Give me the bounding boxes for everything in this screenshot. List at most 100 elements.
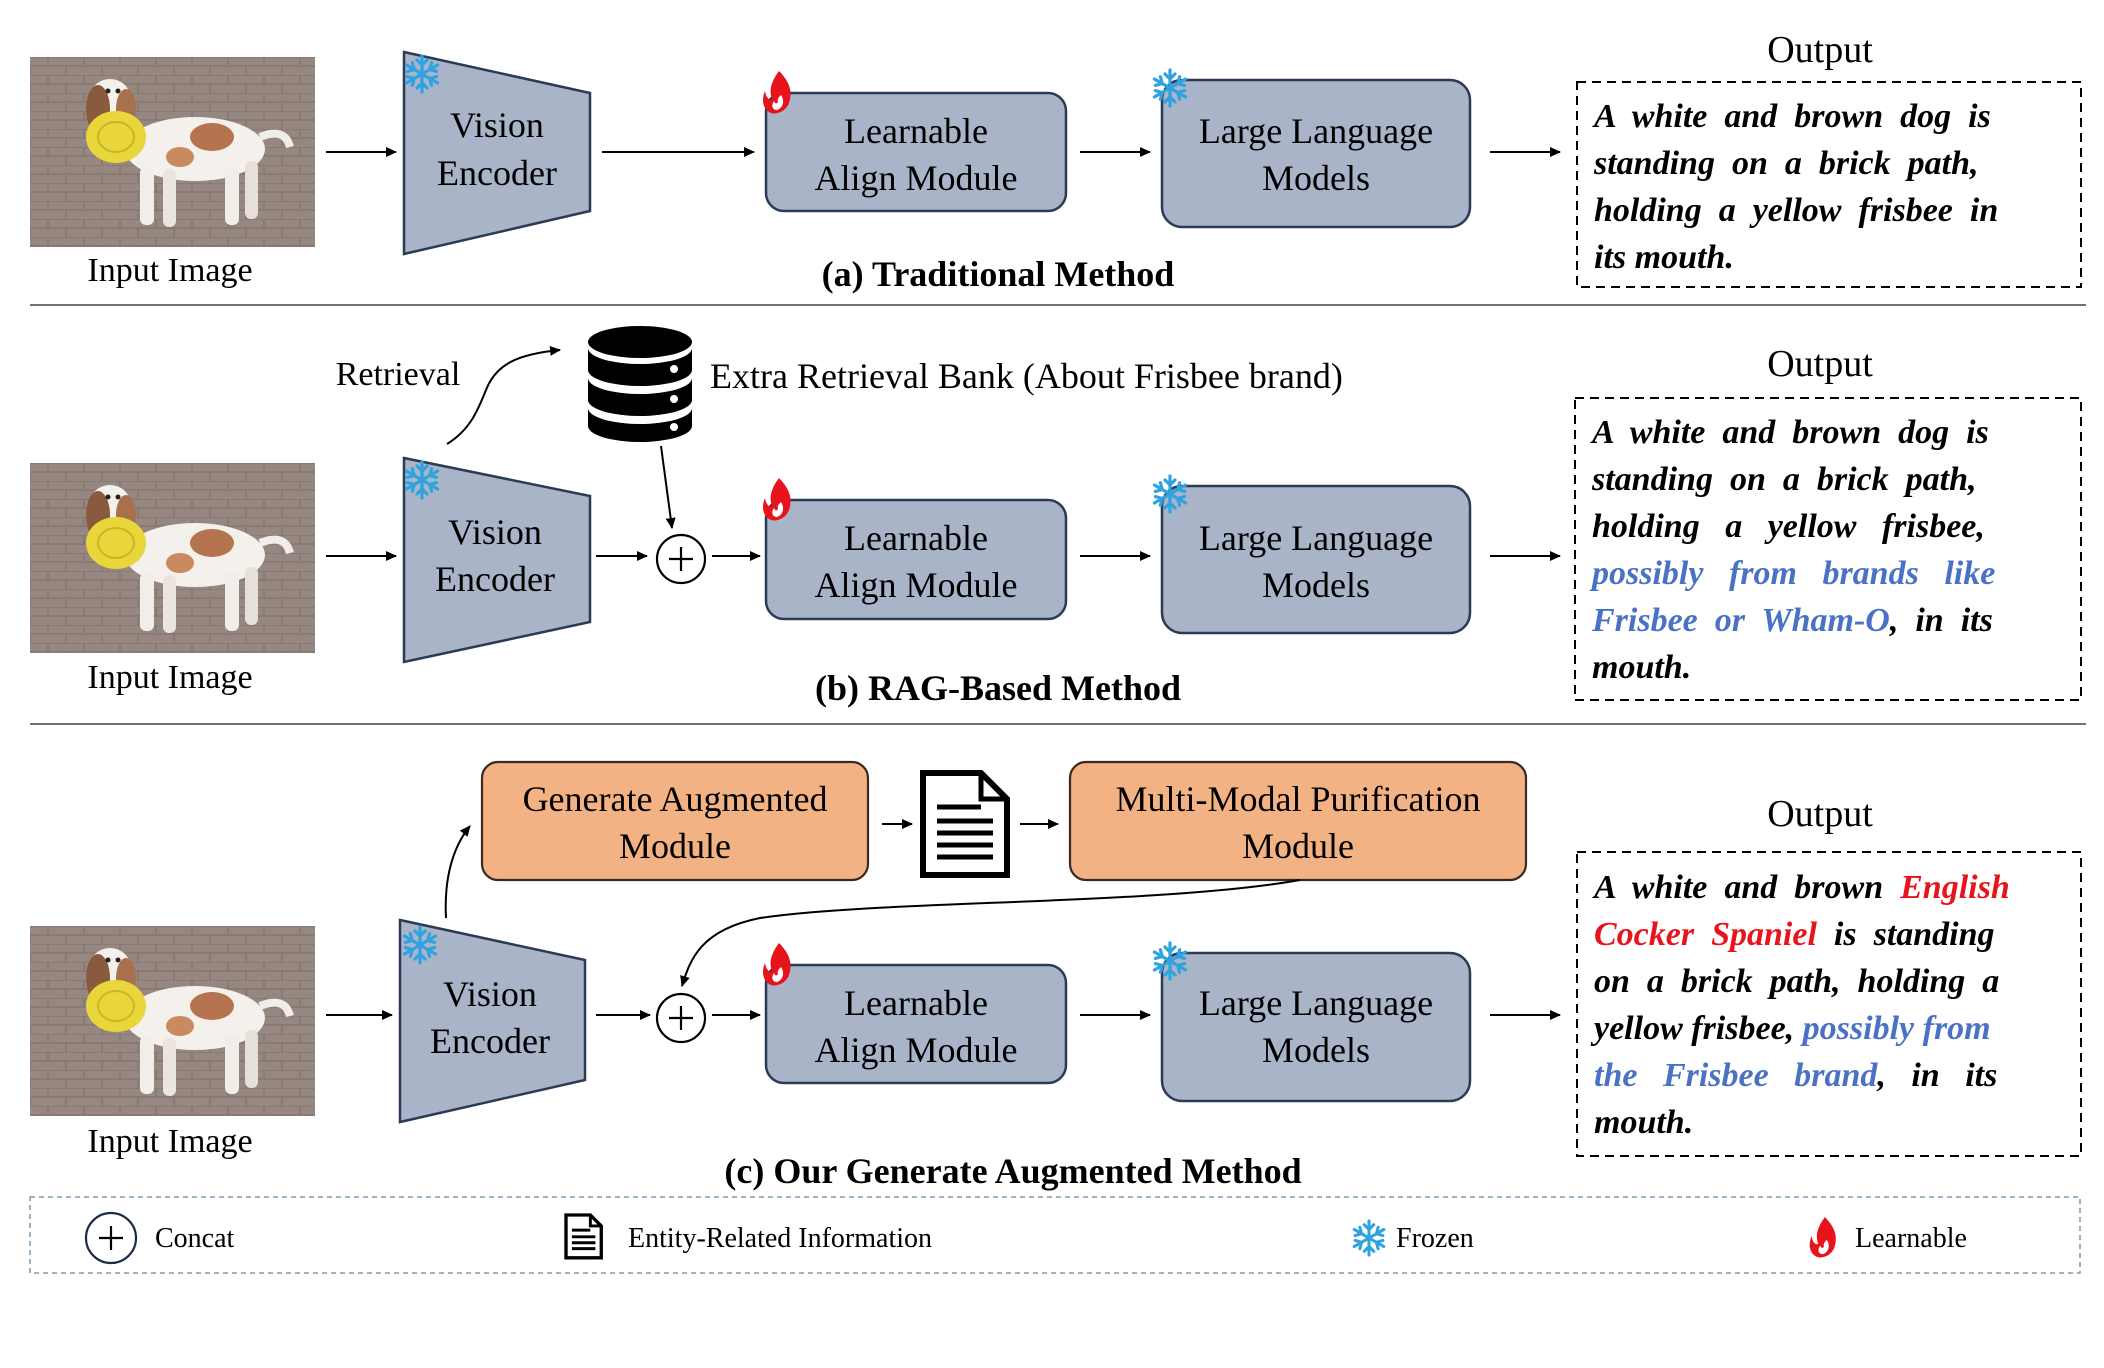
output-text: A white and brown dog is standing on a br… xyxy=(1589,414,1995,686)
purification-module-label: Multi-Modal Purification xyxy=(1116,779,1481,819)
align-module-label: Align Module xyxy=(815,158,1018,198)
output-line: mouth. xyxy=(1594,1104,1693,1141)
output-line: on a brick path, holding a xyxy=(1594,963,1999,1000)
llm-label: Large Language xyxy=(1199,518,1433,558)
output-text-run: mouth. xyxy=(1594,1104,1693,1141)
large-language-models xyxy=(1160,951,1472,1103)
database-icon xyxy=(588,326,692,442)
output-highlight-run: possibly from brands like xyxy=(1589,555,1995,592)
output-line: its mouth. xyxy=(1594,239,1734,276)
output-line: A white and brown dog is xyxy=(1592,98,1991,135)
output-text-run: A white and brown dog is xyxy=(1592,98,1991,135)
output-line: A white and brown dog is xyxy=(1590,414,1989,451)
generate-augmented-module xyxy=(480,760,870,882)
output-highlight-run: possibly from xyxy=(1800,1010,1991,1047)
output-line: yellow frisbee, possibly from xyxy=(1590,1010,1991,1047)
section-caption: (b) RAG-Based Method xyxy=(815,668,1181,708)
output-text: A white and brown dog is standing on a br… xyxy=(1592,98,1998,276)
generate-module-label: Generate Augmented xyxy=(523,779,828,819)
vision-encoder-label: Encoder xyxy=(437,153,557,193)
document-icon xyxy=(920,770,1010,878)
learnable-align-module xyxy=(764,498,1068,621)
section-caption: (c) Our Generate Augmented Method xyxy=(724,1151,1301,1191)
llm-label: Models xyxy=(1262,1030,1370,1070)
legend-learnable-label: Learnable xyxy=(1855,1223,1967,1254)
output-text-run: on a brick path, holding a xyxy=(1594,963,1999,1000)
output-title: Output xyxy=(1767,793,1873,835)
concat-circle-plus-icon xyxy=(655,533,707,585)
output-box xyxy=(1576,81,2082,288)
output-title: Output xyxy=(1767,343,1873,385)
retrieval-arrow xyxy=(446,345,561,445)
vision-encoder-label: Vision xyxy=(443,974,537,1014)
flame-icon xyxy=(763,71,791,114)
output-box xyxy=(1576,851,2082,1157)
align-module-label: Align Module xyxy=(815,1030,1018,1070)
output-line: Cocker Spaniel is standing xyxy=(1594,916,1995,953)
output-line: Frisbee or Wham-O, in its xyxy=(1591,602,1993,639)
output-text-run: , in its xyxy=(1889,602,1993,639)
output-text-run: its mouth. xyxy=(1594,239,1734,276)
vision-encoder xyxy=(402,50,592,256)
legend-box xyxy=(29,1196,2081,1274)
output-title: Output xyxy=(1767,29,1873,71)
vision-encoder-label: Vision xyxy=(450,105,544,145)
legend-concat-label: Concat xyxy=(155,1223,235,1254)
input-image-label: Input Image xyxy=(87,1123,252,1160)
output-line: A white and brown English xyxy=(1592,869,2010,906)
output-text-run: holding a yellow frisbee, xyxy=(1592,508,1985,545)
large-language-models xyxy=(1160,78,1472,229)
output-highlight-run: the Frisbee brand xyxy=(1594,1057,1878,1094)
concat-circle-plus-icon xyxy=(84,1211,138,1265)
vision-encoder-label: Encoder xyxy=(435,559,555,599)
output-text-run: , in its xyxy=(1876,1057,1997,1094)
llm-label: Models xyxy=(1262,565,1370,605)
vision-encoder-label: Encoder xyxy=(430,1021,550,1061)
legend: Concat Entity-Related Information Frozen… xyxy=(29,1196,2081,1274)
output-line: mouth. xyxy=(1592,649,1691,686)
input-image-dog xyxy=(30,57,315,247)
learnable-align-module xyxy=(764,963,1068,1085)
section-b-rag: Input Image Vision Encoder Retrieval Ext… xyxy=(30,326,2082,708)
output-line: holding a yellow frisbee in xyxy=(1594,192,1998,229)
vision-encoder-label: Vision xyxy=(448,512,542,552)
retrieval-bank-label: Extra Retrieval Bank (About Frisbee bran… xyxy=(710,356,1343,396)
output-line: the Frisbee brand, in its xyxy=(1594,1057,1997,1094)
feedback-arrow xyxy=(680,879,1301,987)
snowflake-icon xyxy=(1352,1219,1386,1257)
output-line: standing on a brick path, xyxy=(1591,461,1976,498)
llm-label: Large Language xyxy=(1199,111,1433,151)
output-text-run: A white and brown dog is xyxy=(1590,414,1989,451)
output-line: standing on a brick path, xyxy=(1593,145,1978,182)
input-image-label: Input Image xyxy=(87,659,252,696)
document-icon xyxy=(564,1213,603,1260)
input-image-dog xyxy=(30,463,315,653)
output-highlight-run: English xyxy=(1899,869,2010,906)
retrieval-label: Retrieval xyxy=(336,356,461,393)
section-a-traditional: Input Image Vision Encoder Learnable Ali… xyxy=(30,29,2082,294)
align-module-label: Learnable xyxy=(844,983,988,1023)
llm-label: Models xyxy=(1262,158,1370,198)
large-language-models xyxy=(1160,484,1472,635)
arrow xyxy=(444,825,471,919)
arrow xyxy=(660,445,676,529)
flame-icon xyxy=(763,478,791,521)
output-line: possibly from brands like xyxy=(1589,555,1995,592)
flame-icon xyxy=(1809,1217,1836,1258)
output-text-run: mouth. xyxy=(1592,649,1691,686)
purification-module-label: Module xyxy=(1242,826,1354,866)
output-text-run: yellow frisbee, xyxy=(1590,1010,1803,1047)
llm-label: Large Language xyxy=(1199,983,1433,1023)
vision-encoder xyxy=(398,918,587,1124)
input-image-dog xyxy=(30,926,315,1116)
align-module-label: Learnable xyxy=(844,111,988,151)
output-text-run: is standing xyxy=(1817,916,1995,953)
section-caption: (a) Traditional Method xyxy=(822,254,1175,294)
legend-frozen-label: Frozen xyxy=(1396,1223,1474,1254)
section-c-generate-augmented: Input Image Vision Encoder Generate Augm… xyxy=(30,760,2082,1191)
generate-module-label: Module xyxy=(619,826,731,866)
legend-entity-label: Entity-Related Information xyxy=(628,1223,932,1254)
concat-circle-plus-icon xyxy=(655,992,707,1044)
align-module-label: Learnable xyxy=(844,518,988,558)
